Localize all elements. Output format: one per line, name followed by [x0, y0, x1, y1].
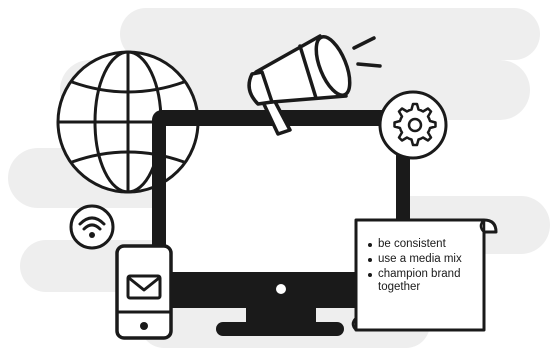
monitor-power-dot: [276, 284, 286, 294]
wifi-icon: [69, 204, 115, 250]
note-list: be consistent use a media mix champion b…: [368, 238, 478, 296]
monitor-frame-overlap: [152, 110, 200, 200]
note-item: use a media mix: [368, 253, 478, 266]
envelope-icon: [126, 274, 162, 300]
note-card: [351, 218, 498, 332]
note-item: champion brand together: [368, 268, 478, 294]
gear-icon: [378, 90, 448, 160]
monitor-base: [216, 322, 344, 336]
note-item: be consistent: [368, 238, 478, 251]
cloud-band-1: [120, 8, 540, 60]
phone: [115, 244, 173, 340]
megaphone-icon: [247, 34, 382, 136]
monitor: [152, 110, 410, 336]
